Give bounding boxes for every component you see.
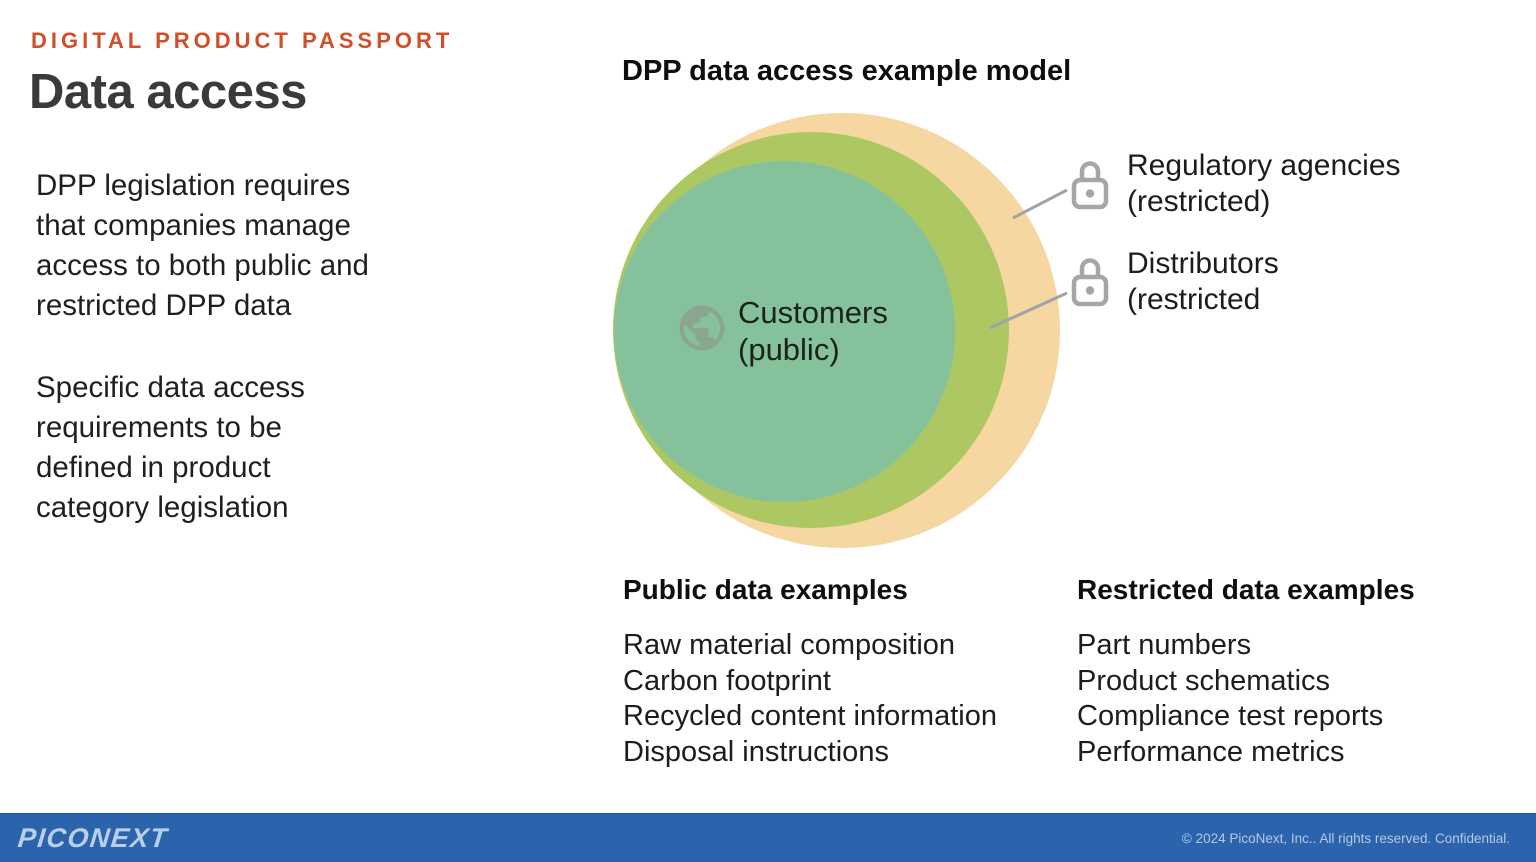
public-examples-list: Raw material composition Carbon footprin… — [623, 628, 997, 770]
list-item: Disposal instructions — [623, 735, 889, 768]
public-examples-heading: Public data examples — [623, 574, 908, 605]
body-paragraph-1: DPP legislation requires that companies … — [36, 169, 369, 322]
piconext-logo: PICONEXT — [16, 822, 170, 853]
list-item: Raw material composition — [623, 629, 956, 661]
footer-bar: PICONEXT © 2024 PicoNext, Inc.. All righ… — [0, 813, 1536, 862]
center-ring-label: Customers (public) — [738, 295, 888, 367]
list-item: Performance metrics — [1077, 735, 1345, 768]
lock-icon — [1071, 161, 1109, 210]
restricted-examples-heading: Restricted data examples — [1077, 574, 1415, 605]
list-item: Carbon footprint — [623, 664, 831, 697]
list-item: Compliance test reports — [1077, 700, 1384, 733]
diagram-title: DPP data access example model — [622, 55, 1072, 87]
callout-regulatory-agencies: Regulatory agencies (restricted) — [1127, 149, 1401, 218]
callout-distributors: Distributors (restricted — [1127, 247, 1279, 316]
lock-icon — [1071, 258, 1109, 307]
list-item: Recycled content information — [623, 700, 997, 733]
body-paragraph-2: Specific data access requirements to be … — [36, 371, 305, 524]
globe-icon — [679, 305, 725, 351]
page-title: Data access — [29, 65, 307, 119]
restricted-examples-list: Part numbers Product schematics Complian… — [1077, 628, 1383, 770]
list-item: Product schematics — [1077, 664, 1331, 697]
list-item: Part numbers — [1077, 629, 1252, 661]
copyright-text: © 2024 PicoNext, Inc.. All rights reserv… — [1181, 830, 1510, 846]
eyebrow-label: DIGITAL PRODUCT PASSPORT — [31, 28, 454, 53]
ring-customers — [614, 161, 955, 502]
